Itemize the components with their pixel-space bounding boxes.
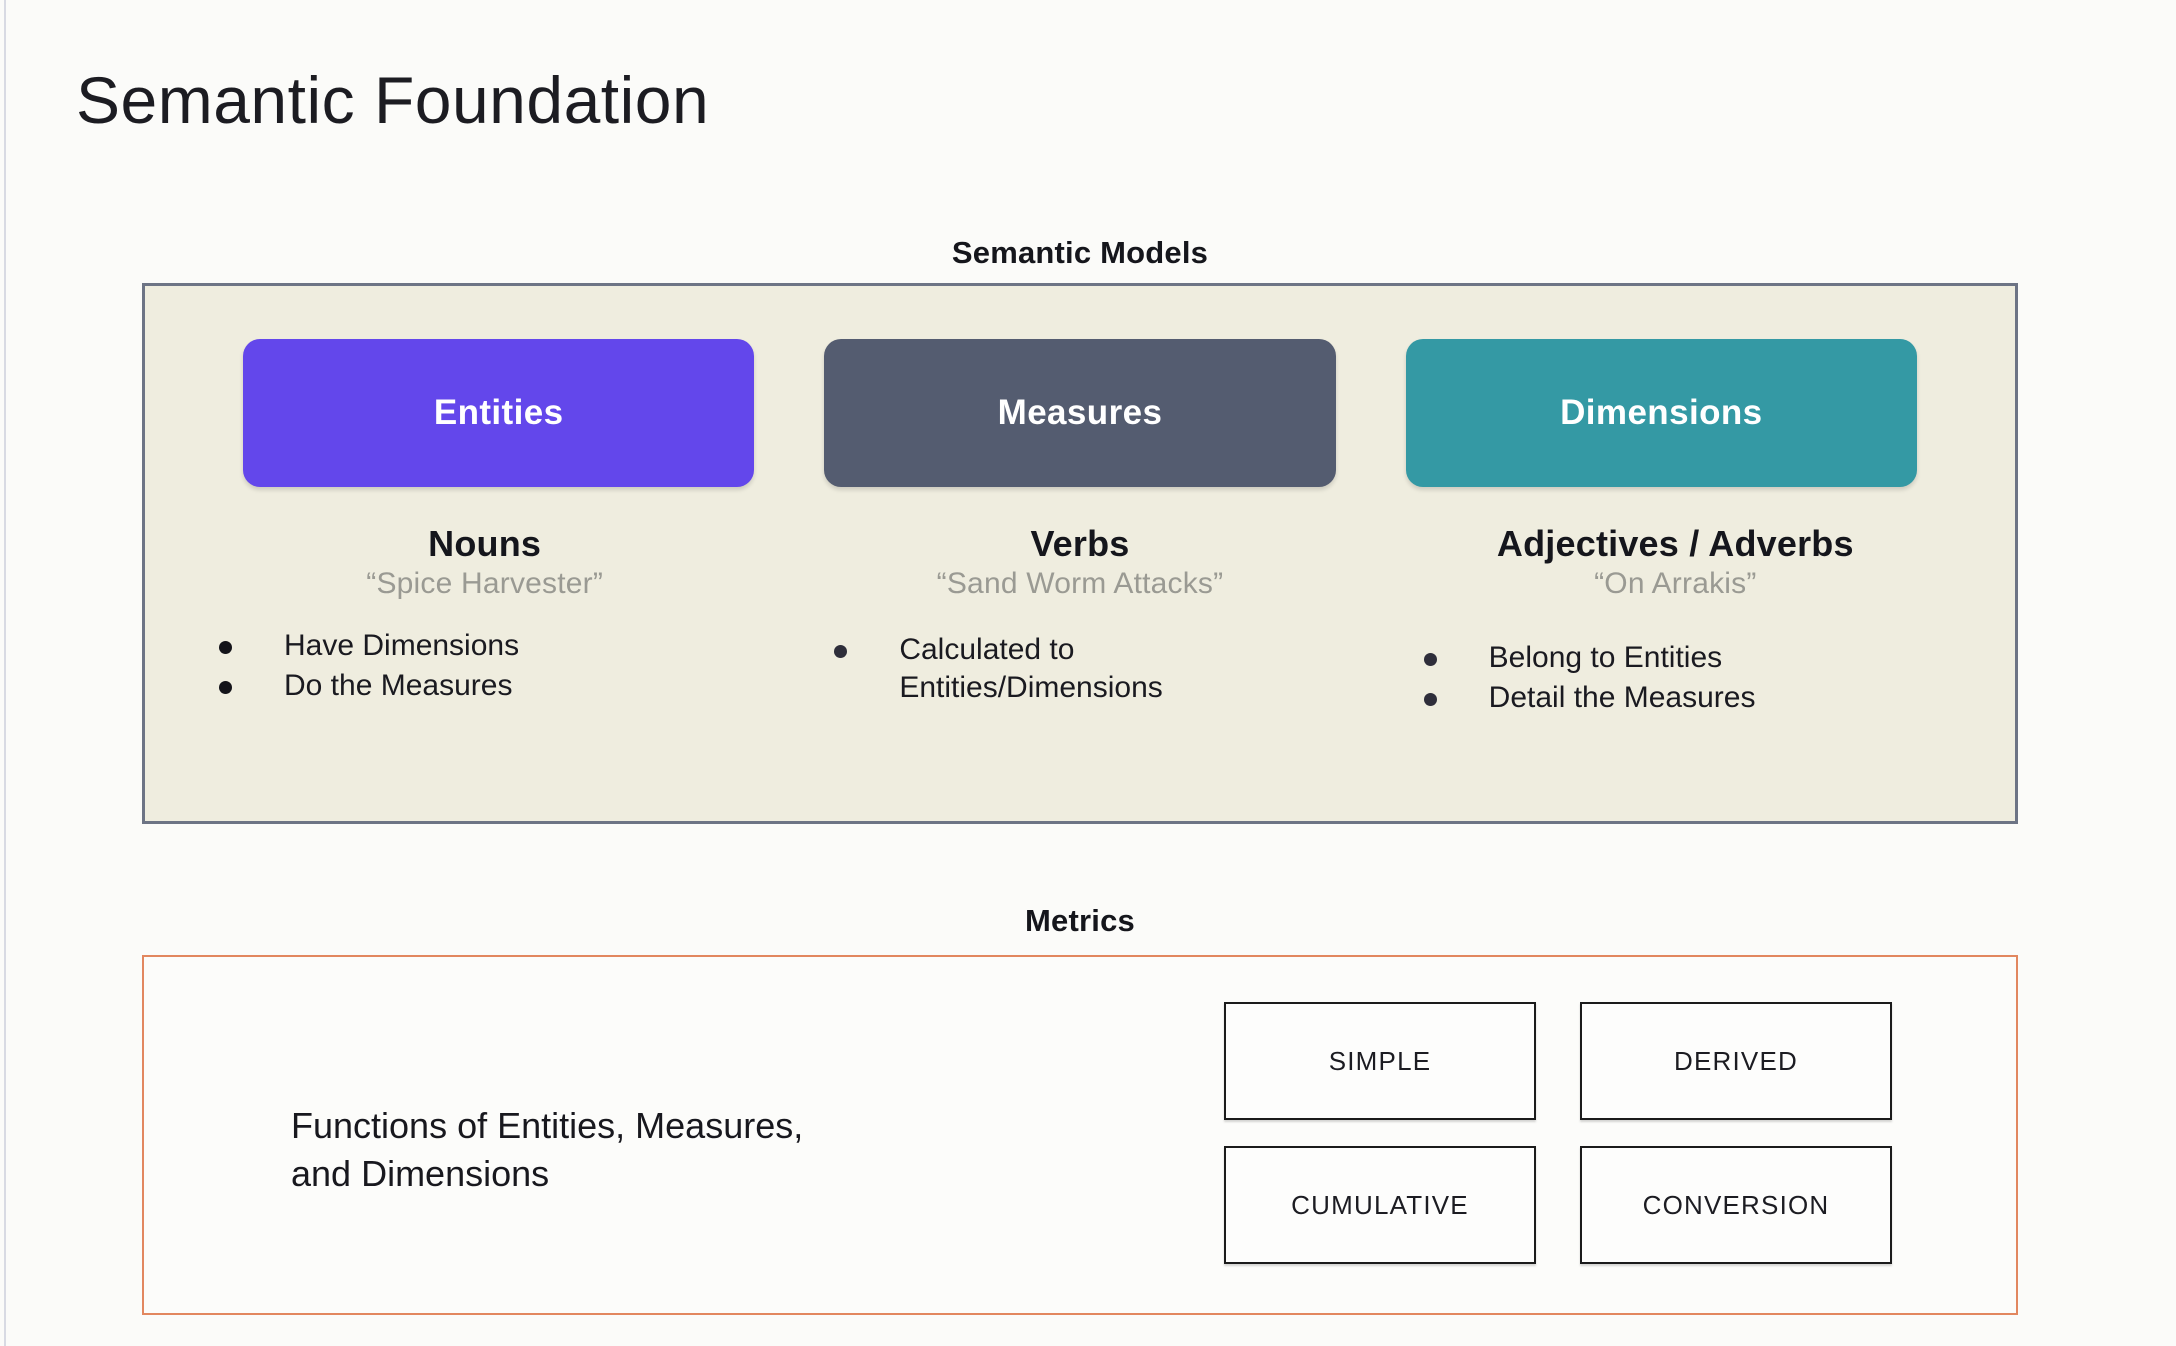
entities-example: “Spice Harvester” [366,567,604,600]
bullet-icon [1423,653,1437,666]
list-item: Do the Measures [219,667,512,705]
list-item: Belong to Entities [1423,639,1723,677]
list-item-label: Calculated to Entities/Dimensions [899,633,1163,704]
list-item-label: Detail the Measures [1488,680,1756,714]
entities-chip[interactable]: Entities [243,339,755,487]
entities-bullet-list: Have Dimensions Do the Measures [219,627,519,707]
metric-type-cumulative[interactable]: CUMULATIVE [1224,1146,1536,1264]
list-item-label: Do the Measures [284,668,513,702]
metric-type-conversion[interactable]: CONVERSION [1580,1146,1892,1264]
measures-bullet-list: Calculated to Entities/Dimensions [834,631,1163,709]
measures-example: “Sand Worm Attacks” [936,567,1224,600]
dimensions-example: “On Arrakis” [1594,567,1757,600]
measures-part-of-speech: Verbs [1030,523,1130,564]
semantic-column-dimensions: Dimensions Adjectives / Adverbs “On Arra… [1378,286,1973,821]
dimensions-part-of-speech: Adjectives / Adverbs [1496,523,1854,564]
metrics-panel: Functions of Entities, Measures, and Dim… [142,955,2018,1315]
page-title: Semantic Foundation [76,63,710,137]
semantic-models-panel: Entities Nouns “Spice Harvester” Have Di… [142,283,2018,824]
semantic-column-measures: Measures Verbs “Sand Worm Attacks” Calcu… [782,286,1377,821]
list-item-label: Belong to Entities [1488,641,1723,674]
list-item: Have Dimensions [219,627,519,665]
semantic-models-columns: Entities Nouns “Spice Harvester” Have Di… [145,286,2015,821]
metric-type-grid: SIMPLE DERIVED CUMULATIVE CONVERSION [1224,1002,1892,1264]
bullet-icon [1423,692,1437,706]
semantic-column-entities: Entities Nouns “Spice Harvester” Have Di… [187,286,782,821]
list-item: Calculated to Entities/Dimensions [834,631,1163,707]
metric-type-simple[interactable]: SIMPLE [1224,1002,1536,1120]
bullet-icon [219,680,232,694]
semantic-models-section-label: Semantic Models [951,235,1209,270]
left-edge-rule [4,0,6,1346]
metrics-section-label: Metrics [1025,903,1135,938]
entities-part-of-speech: Nouns [428,523,542,564]
bullet-icon [219,641,232,654]
metrics-description: Functions of Entities, Measures, and Dim… [291,1105,804,1195]
dimensions-bullet-list: Belong to Entities Detail the Measures [1423,639,1756,719]
metric-type-derived[interactable]: DERIVED [1580,1002,1892,1120]
list-item: Detail the Measures [1423,679,1756,717]
dimensions-chip[interactable]: Dimensions [1405,339,1917,487]
bullet-icon [834,645,848,658]
measures-chip[interactable]: Measures [824,339,1336,487]
list-item-label: Have Dimensions [284,629,520,662]
